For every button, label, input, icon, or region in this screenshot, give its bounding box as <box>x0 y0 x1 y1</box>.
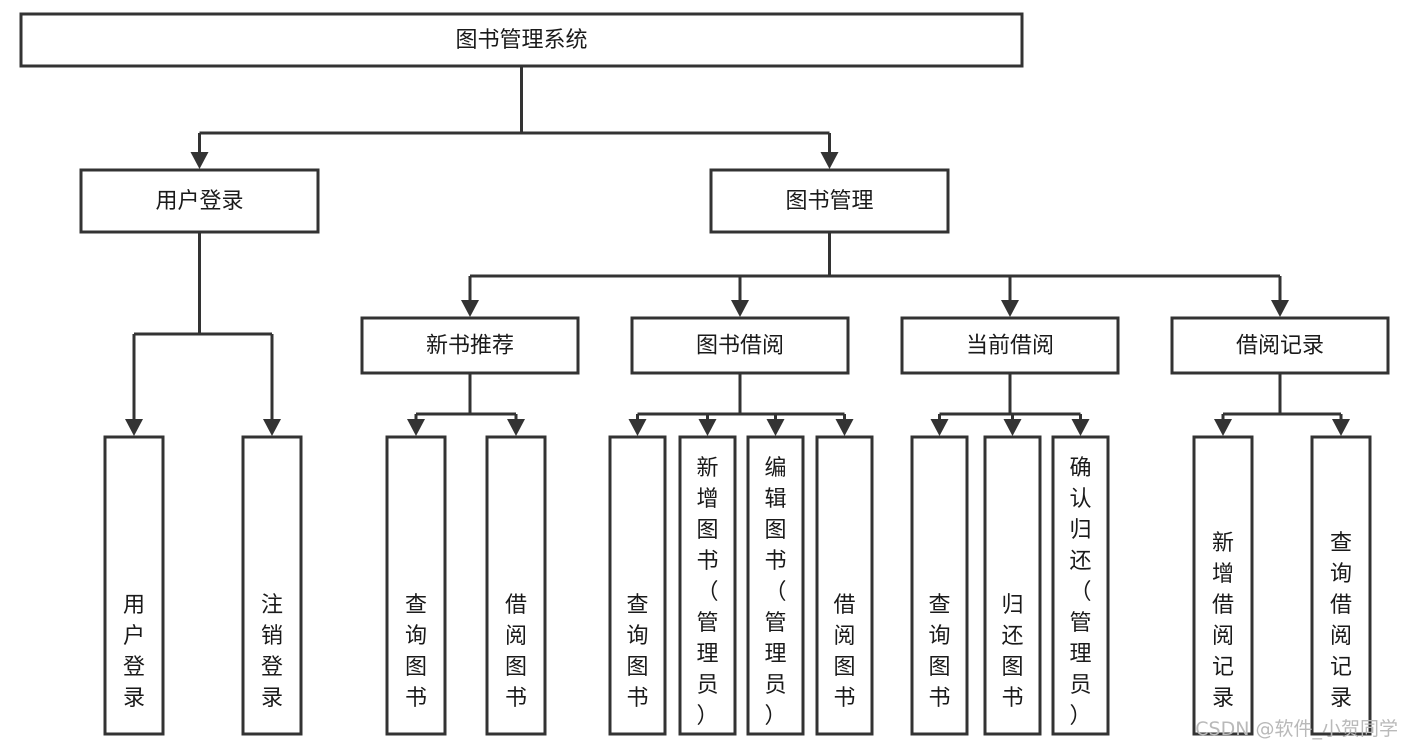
node-leaf-user-logout[interactable]: 注销登录 <box>241 435 303 736</box>
node-leaf-edit-book[interactable]: 编辑图书（管理员） <box>746 435 805 736</box>
node-box-new-book-recommend <box>360 316 580 375</box>
node-label-leaf-return-book: 归还图书 <box>1001 593 1023 711</box>
node-label-leaf-edit-book: 编辑图书（管理员） <box>764 456 786 729</box>
node-leaf-query-book-3[interactable]: 查询图书 <box>910 435 969 736</box>
node-box-book-borrow <box>630 316 850 375</box>
arrow-head-icon <box>1071 419 1090 436</box>
node-leaf-query-borrow-record[interactable]: 查询借阅记录 <box>1310 435 1372 736</box>
node-box-leaf-user-login <box>103 435 165 736</box>
node-label-leaf-borrow-book-1: 借阅图书 <box>505 593 527 711</box>
arrow-head-icon <box>1214 419 1232 436</box>
node-label-leaf-query-book-2: 查询图书 <box>626 593 648 711</box>
node-box-leaf-borrow-book-1 <box>485 435 547 736</box>
arrow-head-icon <box>835 419 854 436</box>
arrow-head-icon <box>1003 419 1022 436</box>
node-box-leaf-query-book-1 <box>385 435 447 736</box>
node-label-book-borrow: 图书借阅 <box>696 334 784 359</box>
node-label-leaf-user-logout: 注销登录 <box>261 593 283 711</box>
connectors-layer <box>125 66 1350 436</box>
node-leaf-return-book[interactable]: 归还图书 <box>983 435 1042 736</box>
arrow-head-icon <box>125 419 143 436</box>
node-label-user-login: 用户登录 <box>155 189 243 214</box>
nodes-layer: 图书管理系统用户登录图书管理新书推荐图书借阅当前借阅借阅记录用户登录注销登录查询… <box>19 12 1390 736</box>
arrow-head-icon <box>698 419 717 436</box>
arrow-head-icon <box>461 300 479 317</box>
arrow-head-icon <box>1001 300 1019 317</box>
node-book-manage[interactable]: 图书管理 <box>709 168 950 234</box>
node-box-leaf-user-logout <box>241 435 303 736</box>
arrow-head-icon <box>820 152 839 169</box>
node-label-leaf-query-book-1: 查询图书 <box>405 593 427 711</box>
watermark-label: CSDN @软件_小贺同学 <box>1195 718 1398 740</box>
arrow-head-icon <box>930 419 949 436</box>
node-label-leaf-borrow-book-2: 借阅图书 <box>833 593 855 711</box>
node-book-borrow[interactable]: 图书借阅 <box>630 316 850 375</box>
arrow-head-icon <box>766 419 785 436</box>
node-leaf-user-login[interactable]: 用户登录 <box>103 435 165 736</box>
node-box-leaf-query-book-3 <box>910 435 969 736</box>
arrow-head-icon <box>1332 419 1350 436</box>
node-box-leaf-borrow-book-2 <box>815 435 874 736</box>
node-current-borrow[interactable]: 当前借阅 <box>900 316 1120 375</box>
node-leaf-confirm-return[interactable]: 确认归还（管理员） <box>1051 435 1110 736</box>
node-box-current-borrow <box>900 316 1120 375</box>
arrow-head-icon <box>731 300 749 317</box>
node-label-leaf-add-book: 新增图书（管理员） <box>696 456 718 729</box>
node-box-leaf-edit-book <box>746 435 805 736</box>
node-label-borrow-record: 借阅记录 <box>1236 334 1324 359</box>
node-box-user-login <box>79 168 320 234</box>
node-box-book-manage <box>709 168 950 234</box>
node-box-leaf-return-book <box>983 435 1042 736</box>
node-box-borrow-record <box>1170 316 1390 375</box>
node-new-book-recommend[interactable]: 新书推荐 <box>360 316 580 375</box>
arrow-head-icon <box>407 419 425 436</box>
arrow-head-icon <box>1271 300 1289 317</box>
node-box-leaf-query-borrow-record <box>1310 435 1372 736</box>
node-label-leaf-add-borrow-record: 新增借阅记录 <box>1212 531 1234 711</box>
node-label-leaf-query-borrow-record: 查询借阅记录 <box>1330 531 1352 711</box>
arrow-head-icon <box>507 419 525 436</box>
node-label-current-borrow: 当前借阅 <box>966 334 1054 359</box>
node-leaf-borrow-book-1[interactable]: 借阅图书 <box>485 435 547 736</box>
node-label-leaf-confirm-return: 确认归还（管理员） <box>1069 456 1091 729</box>
node-box-root <box>19 12 1024 68</box>
node-user-login[interactable]: 用户登录 <box>79 168 320 234</box>
node-label-new-book-recommend: 新书推荐 <box>426 334 514 359</box>
node-leaf-query-book-1[interactable]: 查询图书 <box>385 435 447 736</box>
arrow-head-icon <box>190 152 209 169</box>
node-label-leaf-user-login: 用户登录 <box>123 593 145 711</box>
arrow-head-icon <box>628 419 647 436</box>
node-box-leaf-confirm-return <box>1051 435 1110 736</box>
node-leaf-add-borrow-record[interactable]: 新增借阅记录 <box>1192 435 1254 736</box>
node-box-leaf-add-book <box>678 435 737 736</box>
node-root[interactable]: 图书管理系统 <box>19 12 1024 68</box>
node-label-leaf-query-book-3: 查询图书 <box>928 593 950 711</box>
node-borrow-record[interactable]: 借阅记录 <box>1170 316 1390 375</box>
node-leaf-borrow-book-2[interactable]: 借阅图书 <box>815 435 874 736</box>
node-label-book-manage: 图书管理 <box>785 189 873 214</box>
arrow-head-icon <box>263 419 281 436</box>
node-leaf-query-book-2[interactable]: 查询图书 <box>608 435 667 736</box>
node-box-leaf-add-borrow-record <box>1192 435 1254 736</box>
node-box-leaf-query-book-2 <box>608 435 667 736</box>
node-leaf-add-book[interactable]: 新增图书（管理员） <box>678 435 737 736</box>
node-label-root: 图书管理系统 <box>455 28 587 53</box>
